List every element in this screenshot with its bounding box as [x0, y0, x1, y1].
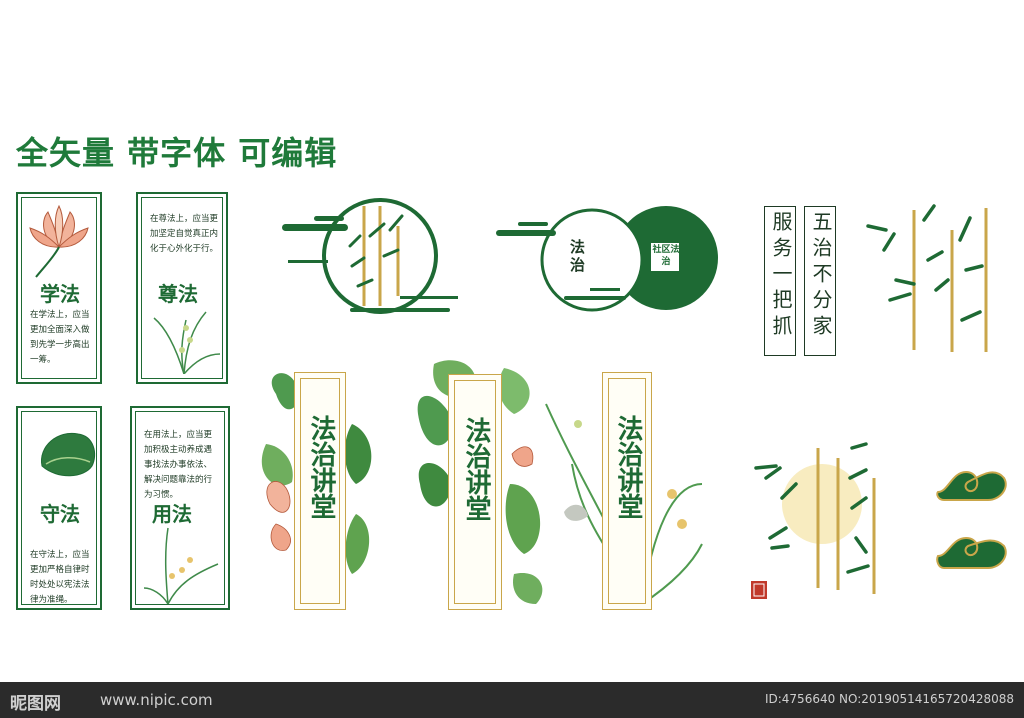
- card-label-yongfa: 用法: [148, 498, 196, 527]
- card-zunfa: 在尊法上，应当更加坚定自觉真正内化于心外化于行。 尊法: [136, 192, 228, 384]
- slogan-left: 服务一把抓: [769, 211, 793, 341]
- banner-2: 法治讲堂: [448, 374, 502, 610]
- watermark-logo: 昵图网: [10, 694, 61, 714]
- card-text-zunfa: 在尊法上，应当更加坚定自觉真正内化于心外化于行。: [150, 214, 219, 254]
- card-text-xuefa: 在学法上，应当更加全面深入做到先学一步高出一筹。: [30, 310, 90, 365]
- lotus-leaf-icon: [41, 432, 96, 477]
- card-text-yongfa: 在用法上，应当更加积极主动养成遇事找法办事依法、解决问题靠法的行为习惯。: [144, 430, 213, 500]
- watermark-url: www.nipic.com: [100, 691, 213, 709]
- bamboo-stalks: [866, 204, 988, 352]
- banner-1: 法治讲堂: [294, 372, 346, 610]
- card-label-zunfa: 尊法: [154, 278, 202, 307]
- card-label-shoufa: 守法: [36, 498, 84, 527]
- card-xuefa: 学法 在学法上，应当更加全面深入做到先学一步高出一筹。: [16, 192, 102, 384]
- slogan-box-left: 服务一把抓: [764, 206, 796, 356]
- card-shoufa: 守法 在守法上，应当更加严格自律时时处处以宪法法律为准绳。: [16, 406, 102, 610]
- banner-2-text: 法治讲堂: [461, 417, 491, 521]
- slogan-box-right: 五治不分家: [804, 206, 836, 356]
- orchid-icon: [143, 527, 219, 604]
- seal-stamp-icon: [751, 581, 767, 599]
- orchid-icon: [153, 311, 221, 374]
- watermark-id: ID:4756640 NO:20190514165720428088: [764, 692, 1014, 706]
- badge-small-text: 法治: [570, 238, 586, 274]
- banner-3-text: 法治讲堂: [613, 415, 643, 519]
- banner-3: 法治讲堂: [602, 372, 652, 610]
- seal-text: 社区法治: [652, 245, 680, 267]
- lotus-flower-icon: [29, 204, 89, 278]
- card-text-shoufa: 在守法上，应当更加严格自律时时处处以宪法法律为准绳。: [30, 550, 90, 605]
- lotus-decoration: [261, 373, 372, 574]
- bamboo-circle-emblem: [282, 198, 458, 314]
- watermark-bar: 昵图网 www.nipic.com ID:4756640 NO:20190514…: [0, 682, 1024, 718]
- fazhi-circle-badge: [496, 206, 718, 312]
- headline: 全矢量 带字体 可编辑: [16, 134, 338, 172]
- card-yongfa: 在用法上，应当更加积极主动养成遇事找法办事依法、解决问题靠法的行为习惯。 用法: [130, 406, 230, 610]
- cloud-ornament-icon: [936, 536, 1007, 569]
- moon-bamboo-emblem: [754, 442, 876, 594]
- banner-1-text: 法治讲堂: [306, 415, 336, 519]
- card-label-xuefa: 学法: [36, 278, 84, 307]
- slogan-right: 五治不分家: [809, 211, 833, 341]
- cloud-ornament-icon: [936, 470, 1007, 501]
